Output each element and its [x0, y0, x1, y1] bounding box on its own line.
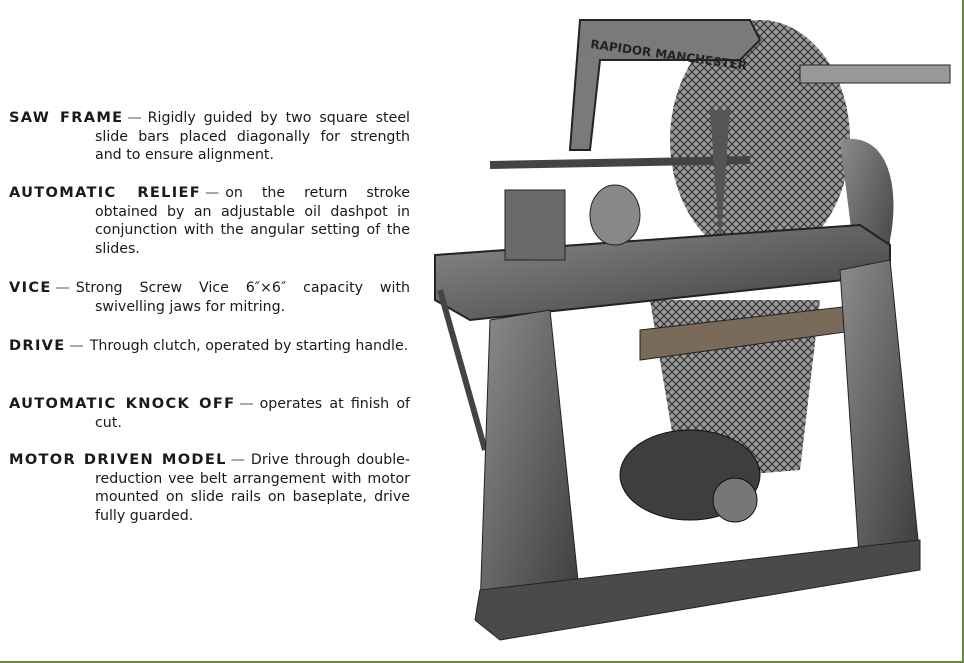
feature-drive: DRIVE— Through clutch, operated by starti…	[9, 337, 410, 356]
scan-border-bottom	[0, 661, 964, 663]
starting-handle	[437, 289, 488, 451]
feature-text: on the return stroke obtained by an adju…	[95, 185, 410, 257]
feature-automatic-knock-off: AUTOMATIC KNOCK OFF—operates at finish o…	[9, 395, 410, 432]
blade-bow	[489, 156, 751, 169]
baseplate	[474, 539, 921, 641]
vice-screw-wheel	[589, 184, 641, 246]
feature-motor-driven-model: MOTOR DRIVEN MODEL—Drive through double-…	[9, 451, 410, 525]
dash: —	[127, 110, 142, 126]
feature-saw-frame: SAW FRAME—Rigidly guided by two square s…	[9, 109, 410, 165]
feature-term: AUTOMATIC RELIEF	[9, 184, 202, 201]
slide-bar	[799, 64, 951, 84]
feature-term: DRIVE	[9, 337, 66, 354]
dashpot	[710, 110, 730, 250]
feature-term: MOTOR DRIVEN MODEL	[9, 451, 227, 468]
vice	[504, 189, 566, 261]
feature-vice: VICE— Strong Screw Vice 6″×6″ capacity wi…	[9, 279, 410, 316]
dash: —	[69, 338, 84, 354]
feature-text: operates at finish of cut.	[95, 396, 410, 431]
saw-frame	[568, 19, 762, 151]
feature-term: VICE	[9, 279, 52, 296]
dash: —	[230, 452, 245, 468]
feature-text: Rigidly guided by two square steel slide…	[95, 110, 410, 164]
right-leg	[839, 259, 921, 571]
feature-text: Strong Screw Vice 6″×6″ capacity with sw…	[75, 280, 410, 315]
feature-text: Drive through double-reduction vee belt …	[95, 452, 410, 524]
feature-term: SAW FRAME	[9, 109, 124, 126]
dash: —	[239, 396, 254, 412]
feature-term: AUTOMATIC KNOCK OFF	[9, 395, 236, 412]
dash: —	[55, 280, 70, 296]
power-hacksaw-machine-illustration: RAPIDOR MANCHESTER	[434, 19, 951, 641]
feature-text: Through clutch, operated by starting han…	[89, 338, 409, 354]
motor-endcap	[712, 477, 758, 523]
scan-border-right	[962, 0, 964, 663]
feature-automatic-relief: AUTOMATIC RELIEF—on the return stroke ob…	[9, 184, 410, 258]
dash: —	[205, 185, 220, 201]
